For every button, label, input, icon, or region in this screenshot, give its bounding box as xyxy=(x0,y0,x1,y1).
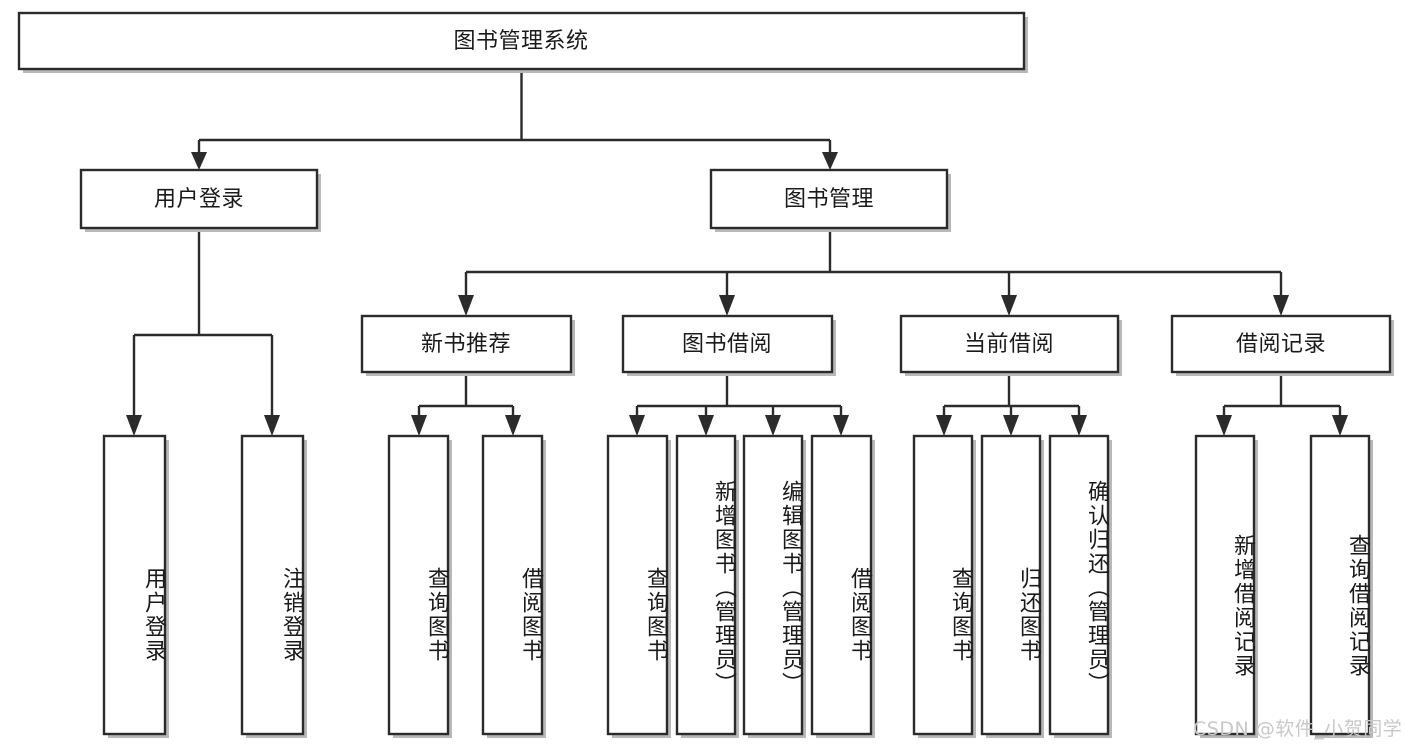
arrow-head-leaf-edit-book xyxy=(765,415,781,436)
node-current-borrow[interactable]: 当前借阅 xyxy=(899,314,1122,376)
csdn-watermark: CSDN @软件_小贺同学 xyxy=(1193,718,1403,740)
node-leaf-user-login[interactable] xyxy=(102,434,169,738)
node-leaf-query-book-3-box xyxy=(912,434,974,736)
node-current-borrow-label: 当前借阅 xyxy=(964,332,1054,357)
arrow-head-leaf-add-book xyxy=(698,415,714,436)
arrow-head-book-borrow xyxy=(719,295,735,316)
arrow-head-leaf-borrow-book-2 xyxy=(833,415,849,436)
arrow-head-leaf-query-book-1 xyxy=(411,415,427,436)
arrow-head-leaf-query-record xyxy=(1332,415,1348,436)
node-leaf-query-book-1-box xyxy=(387,434,450,736)
node-new-book-recommend-label: 新书推荐 xyxy=(421,332,511,357)
node-leaf-query-book-2-box xyxy=(606,434,669,736)
node-user-login-box xyxy=(79,168,319,230)
node-leaf-confirm-return-box xyxy=(1048,434,1110,736)
node-borrow-record[interactable]: 借阅记录 xyxy=(1170,314,1394,376)
node-leaf-logout-login[interactable] xyxy=(240,434,307,738)
node-root-box xyxy=(17,11,1026,71)
node-leaf-add-book-box xyxy=(675,434,737,736)
arrow-head-user-login xyxy=(191,152,207,170)
node-leaf-query-record-box xyxy=(1309,434,1371,736)
arrow-head-borrow-record xyxy=(1273,295,1289,316)
arrow-head-book-management xyxy=(822,152,838,170)
arrow-head-leaf-query-book-3 xyxy=(936,415,952,436)
node-leaf-add-record[interactable] xyxy=(1194,434,1258,738)
node-leaf-add-record-box xyxy=(1194,434,1256,736)
node-book-management[interactable]: 图书管理 xyxy=(709,168,951,232)
node-user-login[interactable]: 用户登录 xyxy=(79,168,321,232)
node-leaf-edit-book[interactable] xyxy=(742,434,806,738)
arrow-head-leaf-query-book-2 xyxy=(629,415,645,436)
node-leaf-borrow-book-2-box xyxy=(810,434,873,736)
node-leaf-return-book[interactable] xyxy=(980,434,1044,738)
node-book-borrow[interactable]: 图书借阅 xyxy=(621,314,836,376)
node-leaf-edit-book-box xyxy=(742,434,804,736)
node-leaf-confirm-return[interactable] xyxy=(1048,434,1112,738)
node-new-book-recommend-box xyxy=(360,314,573,374)
arrow-head-leaf-confirm-return xyxy=(1071,415,1087,436)
arrow-head-new-book-recommend xyxy=(458,295,474,316)
arrow-head-leaf-user-login xyxy=(126,415,142,436)
node-book-borrow-box xyxy=(621,314,834,374)
node-leaf-query-book-1[interactable] xyxy=(387,434,452,738)
node-borrow-record-box xyxy=(1170,314,1392,374)
node-leaf-borrow-book-1[interactable] xyxy=(481,434,546,738)
node-leaf-add-book[interactable] xyxy=(675,434,739,738)
node-leaf-query-book-3[interactable] xyxy=(912,434,976,738)
connector-layer xyxy=(126,69,1348,436)
node-leaf-borrow-book-1-box xyxy=(481,434,544,736)
node-leaf-query-book-2[interactable] xyxy=(606,434,671,738)
node-leaf-query-record[interactable] xyxy=(1309,434,1373,738)
arrow-head-leaf-return-book xyxy=(1003,415,1019,436)
arrow-head-current-borrow xyxy=(1001,295,1017,316)
node-book-management-box xyxy=(709,168,949,230)
node-leaf-borrow-book-2[interactable] xyxy=(810,434,875,738)
node-new-book-recommend[interactable]: 新书推荐 xyxy=(360,314,575,376)
node-leaf-return-book-box xyxy=(980,434,1042,736)
node-root[interactable]: 图书管理系统 xyxy=(17,11,1028,73)
node-leaf-user-login-box xyxy=(102,434,167,736)
node-current-borrow-box xyxy=(899,314,1120,374)
arrow-head-leaf-borrow-book-1 xyxy=(505,415,521,436)
node-leaf-logout-login-box xyxy=(240,434,305,736)
node-book-borrow-label: 图书借阅 xyxy=(682,332,772,357)
arrow-head-leaf-add-record xyxy=(1216,415,1232,436)
node-user-login-label: 用户登录 xyxy=(154,187,244,212)
node-root-label: 图书管理系统 xyxy=(453,29,588,54)
node-borrow-record-label: 借阅记录 xyxy=(1236,332,1326,357)
arrow-head-leaf-logout-login xyxy=(264,415,280,436)
node-book-management-label: 图书管理 xyxy=(784,187,874,212)
